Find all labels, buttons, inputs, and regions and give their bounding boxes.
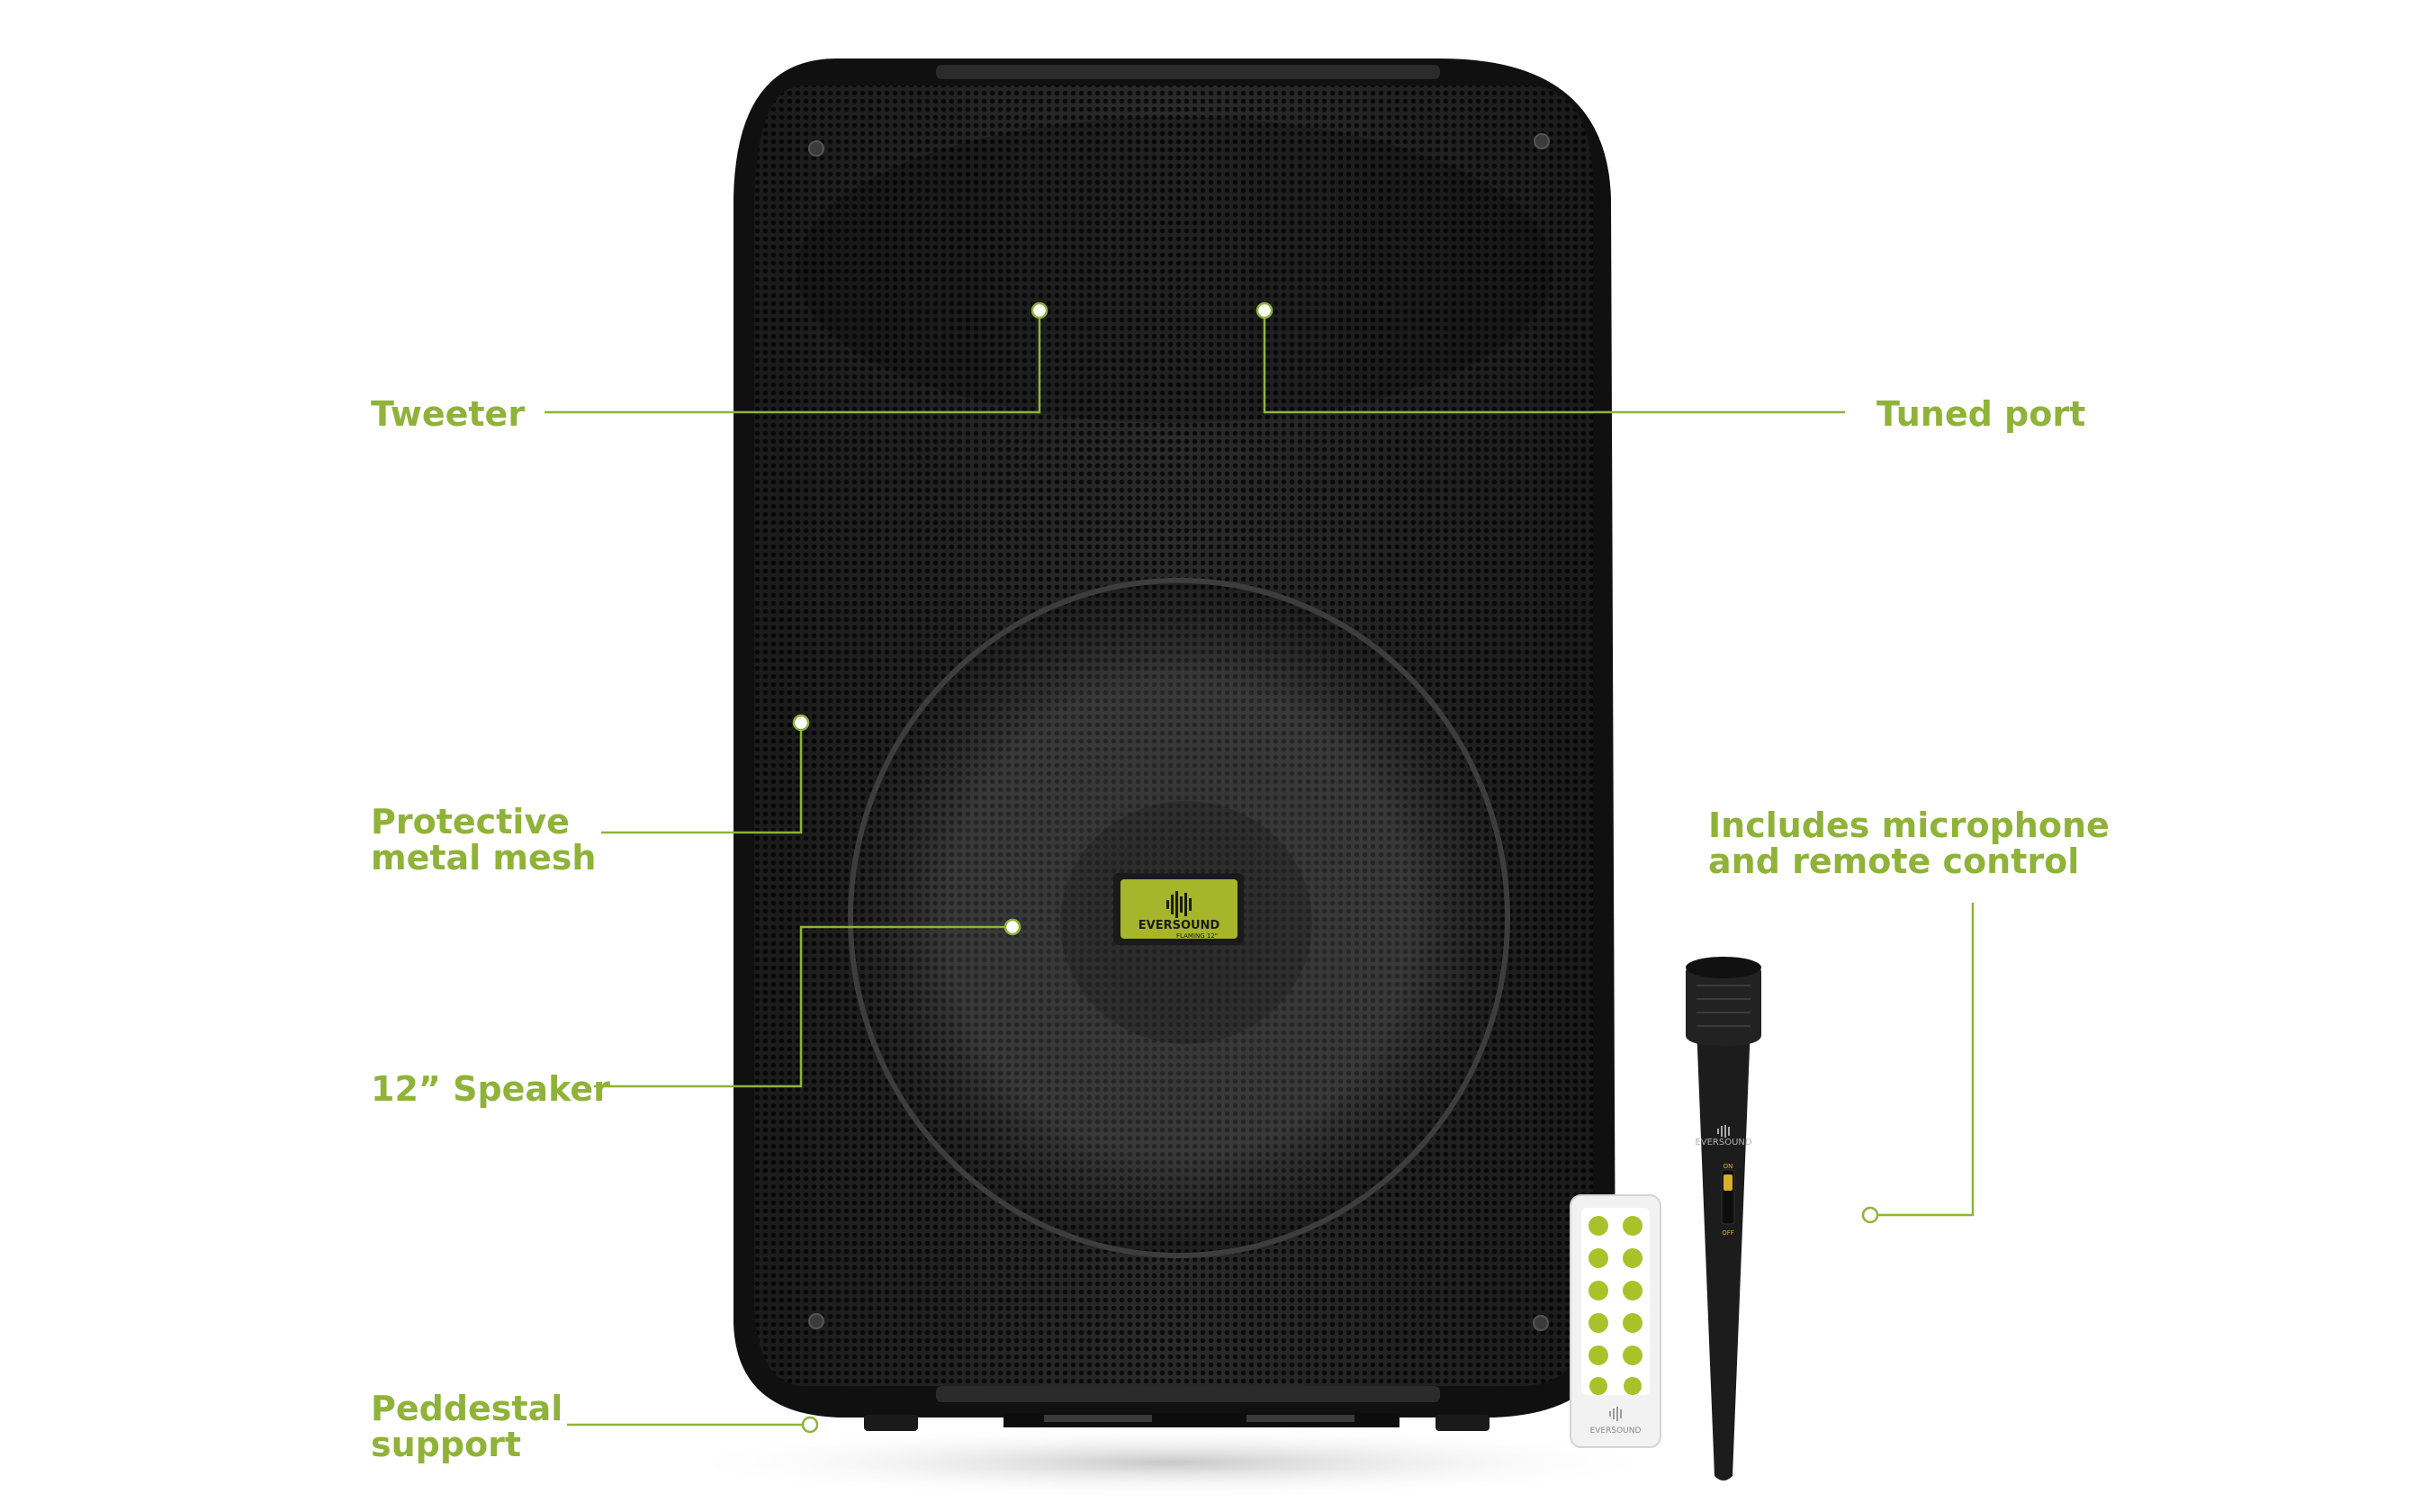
callout-speaker: 12” Speaker <box>371 1071 610 1107</box>
brand-badge: EVERSOUND FLAMING 12" <box>1113 873 1244 945</box>
leader-accessories <box>1861 903 1975 1224</box>
screw-icon <box>808 140 824 157</box>
floor-shadow <box>666 1426 1674 1498</box>
remote-brand-text: EVERSOUND <box>1590 1426 1642 1436</box>
remote-logo-icon <box>1609 1407 1622 1421</box>
callout-accessories: Includes microphone and remote control <box>1708 807 2110 879</box>
callout-mesh-line-2: metal mesh <box>371 838 597 878</box>
callout-leaders <box>544 302 1975 1434</box>
callout-pedestal-line-2: support <box>371 1425 522 1464</box>
callout-pedestal-line-1: Peddestal <box>371 1389 563 1428</box>
callout-tweeter-line: Tweeter <box>371 394 526 434</box>
callout-accessories-line-2: and remote control <box>1708 842 2080 881</box>
microphone: EVERSOUND ON OFF <box>1686 957 1761 1480</box>
waveform-logo-icon <box>1166 891 1192 918</box>
callout-mesh: Protective metal mesh <box>371 804 596 876</box>
leader-tweeter <box>544 302 1048 414</box>
callout-mesh-line-1: Protective <box>371 802 570 842</box>
screw-icon <box>1534 133 1550 149</box>
leader-tuned-port <box>1256 302 1845 414</box>
badge-brand-text: EVERSOUND <box>1138 919 1220 932</box>
callout-speaker-line: 12” Speaker <box>371 1069 610 1109</box>
callout-tuned-port-line: Tuned port <box>1876 394 2086 434</box>
corner-screws <box>808 133 1550 1331</box>
mic-logo-icon <box>1717 1125 1730 1138</box>
callout-pedestal: Peddestal support <box>371 1390 562 1462</box>
callout-accessories-line-1: Includes microphone <box>1708 806 2110 845</box>
callout-tweeter: Tweeter <box>371 396 525 432</box>
leader-pedestal <box>567 1416 819 1434</box>
remote-buttons <box>1588 1216 1642 1395</box>
remote-control: EVERSOUND <box>1570 1194 1661 1448</box>
leader-mesh <box>601 714 810 834</box>
screw-icon <box>808 1313 824 1329</box>
callout-tuned-port: Tuned port <box>1876 396 2085 432</box>
mic-switch-off-text: OFF <box>1722 1229 1734 1237</box>
badge-model-text: FLAMING 12" <box>1176 932 1218 940</box>
mic-switch-on-text: ON <box>1724 1163 1733 1170</box>
leader-speaker <box>594 918 1022 1088</box>
mic-brand-text: EVERSOUND <box>1695 1138 1751 1148</box>
screw-icon <box>1533 1315 1549 1331</box>
